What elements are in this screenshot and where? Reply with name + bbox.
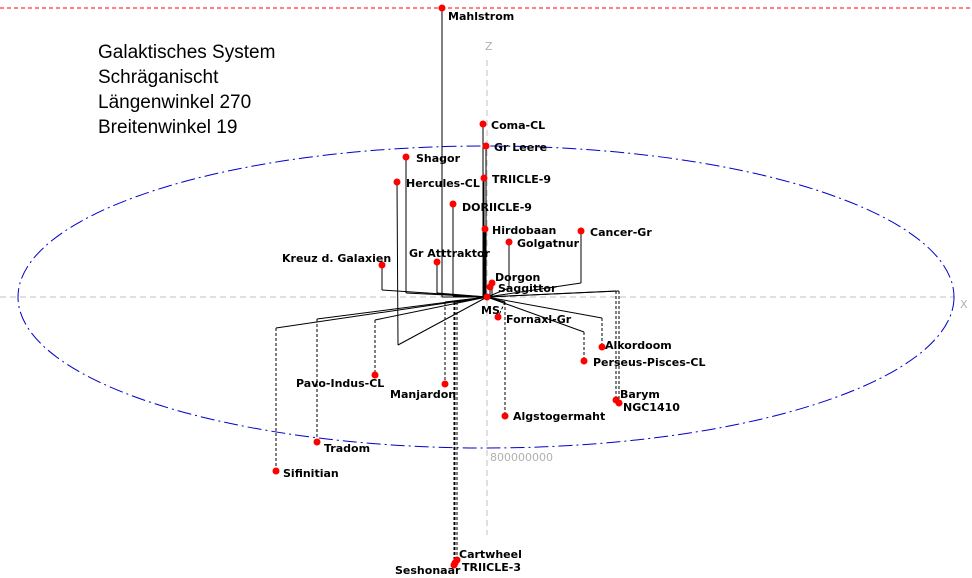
- sifinitian-label: Sifinitian: [283, 467, 339, 480]
- sifinitian-marker[interactable]: [272, 467, 280, 475]
- doriicle-9-marker[interactable]: [449, 200, 457, 208]
- title-line-system: Galaktisches System: [98, 42, 275, 63]
- fornaxl-gr-label: Fornaxl-Gr: [506, 313, 572, 326]
- manjardon-marker[interactable]: [441, 380, 449, 388]
- triicle-9-label: TRIICLE-9: [492, 173, 551, 186]
- pavo-indus-cl-label: Pavo-Indus-CL: [296, 377, 384, 390]
- golgatnur-plane-line: [486, 287, 510, 298]
- coma-cl-marker[interactable]: [479, 120, 487, 128]
- fornaxl-gr-marker[interactable]: [494, 313, 502, 321]
- tradom-label: Tradom: [324, 442, 370, 455]
- perseus-pisces-cl-plane-line: [486, 296, 585, 333]
- gr-atttraktor-label: Gr Atttraktor: [409, 247, 491, 260]
- gr-atttraktor-marker[interactable]: [433, 258, 441, 266]
- z-axis-label: Z: [485, 40, 493, 53]
- cartwheel-label: Cartwheel: [459, 548, 522, 561]
- barym-label: Barym: [620, 388, 660, 401]
- golgatnur-label: Golgatnur: [517, 237, 580, 250]
- alkordoom-plane-line: [486, 296, 603, 319]
- cancer-gr-label: Cancer-Gr: [590, 226, 652, 239]
- shagor-label: Shagor: [416, 152, 461, 165]
- algstogermaht-label: Algstogermaht: [513, 410, 605, 423]
- saggittor-marker[interactable]: [486, 283, 494, 291]
- cancer-gr-marker[interactable]: [577, 227, 585, 235]
- connection-lines: [275, 8, 620, 565]
- alkordoom-marker[interactable]: [598, 343, 606, 351]
- perseus-pisces-cl-marker[interactable]: [580, 357, 588, 365]
- scale-label: 800000000: [490, 451, 553, 464]
- kreuz-galaxien-plane-line: [381, 289, 488, 298]
- pavo-indus-cl-marker[interactable]: [371, 371, 379, 379]
- kreuz-galaxien-marker[interactable]: [378, 261, 386, 269]
- shagor-marker[interactable]: [402, 153, 410, 161]
- title-line-view: Schräganischt: [98, 67, 219, 88]
- algstogermaht-marker[interactable]: [501, 412, 509, 420]
- hercules-cl-marker[interactable]: [393, 178, 401, 186]
- perseus-pisces-cl-label: Perseus-Pisces-CL: [593, 356, 705, 369]
- title-line-latitude: Breitenwinkel 19: [98, 117, 237, 138]
- seshonaar-marker[interactable]: [450, 561, 458, 569]
- mahlstrom-label: Mahlstrom: [448, 10, 514, 23]
- sifinitian-plane-line: [275, 296, 488, 329]
- hirdobaan-label: Hirdobaan: [492, 224, 556, 237]
- fornaxl-gr-drop-line: [497, 301, 506, 318]
- title-block: Galaktisches System Schräganischt Längen…: [98, 42, 275, 138]
- triicle-9-marker[interactable]: [480, 174, 488, 182]
- ngc1410-marker[interactable]: [615, 399, 623, 407]
- tradom-marker[interactable]: [313, 438, 321, 446]
- doriicle-9-label: DORIICLE-9: [462, 201, 532, 214]
- seshonaar-plane-line: [453, 296, 488, 303]
- saggittor-label: Saggittor: [498, 282, 557, 295]
- ngc1410-plane-line: [486, 290, 620, 298]
- ms-marker[interactable]: [483, 293, 491, 301]
- ms-label: MS: [481, 304, 500, 317]
- manjardon-label: Manjardon: [390, 388, 456, 401]
- x-axis-label: X: [960, 298, 968, 311]
- kreuz-galaxien-label: Kreuz d. Galaxien: [282, 252, 391, 265]
- ngc1410-label: NGC1410: [623, 401, 680, 414]
- pavo-indus-cl-plane-line: [374, 296, 488, 321]
- hercules-cl-plane-line: [397, 296, 488, 346]
- gr-leere-marker[interactable]: [482, 142, 490, 150]
- coma-cl-label: Coma-CL: [491, 119, 545, 132]
- golgatnur-marker[interactable]: [505, 238, 513, 246]
- title-line-longitude: Längenwinkel 270: [98, 92, 251, 113]
- seshonaar-label: Seshonaar: [395, 564, 461, 577]
- hirdobaan-marker[interactable]: [481, 225, 489, 233]
- hercules-cl-drop-line: [396, 181, 399, 346]
- gr-leere-label: Gr Leere: [494, 141, 547, 154]
- hercules-cl-label: Hercules-CL: [406, 177, 480, 190]
- cancer-gr-plane-line: [486, 282, 582, 298]
- triicle-3-label: TRIICLE-3: [462, 561, 521, 574]
- mahlstrom-marker[interactable]: [438, 4, 446, 12]
- dorgon-label: Dorgon: [495, 271, 540, 284]
- alkordoom-label: Alkordoom: [605, 339, 672, 352]
